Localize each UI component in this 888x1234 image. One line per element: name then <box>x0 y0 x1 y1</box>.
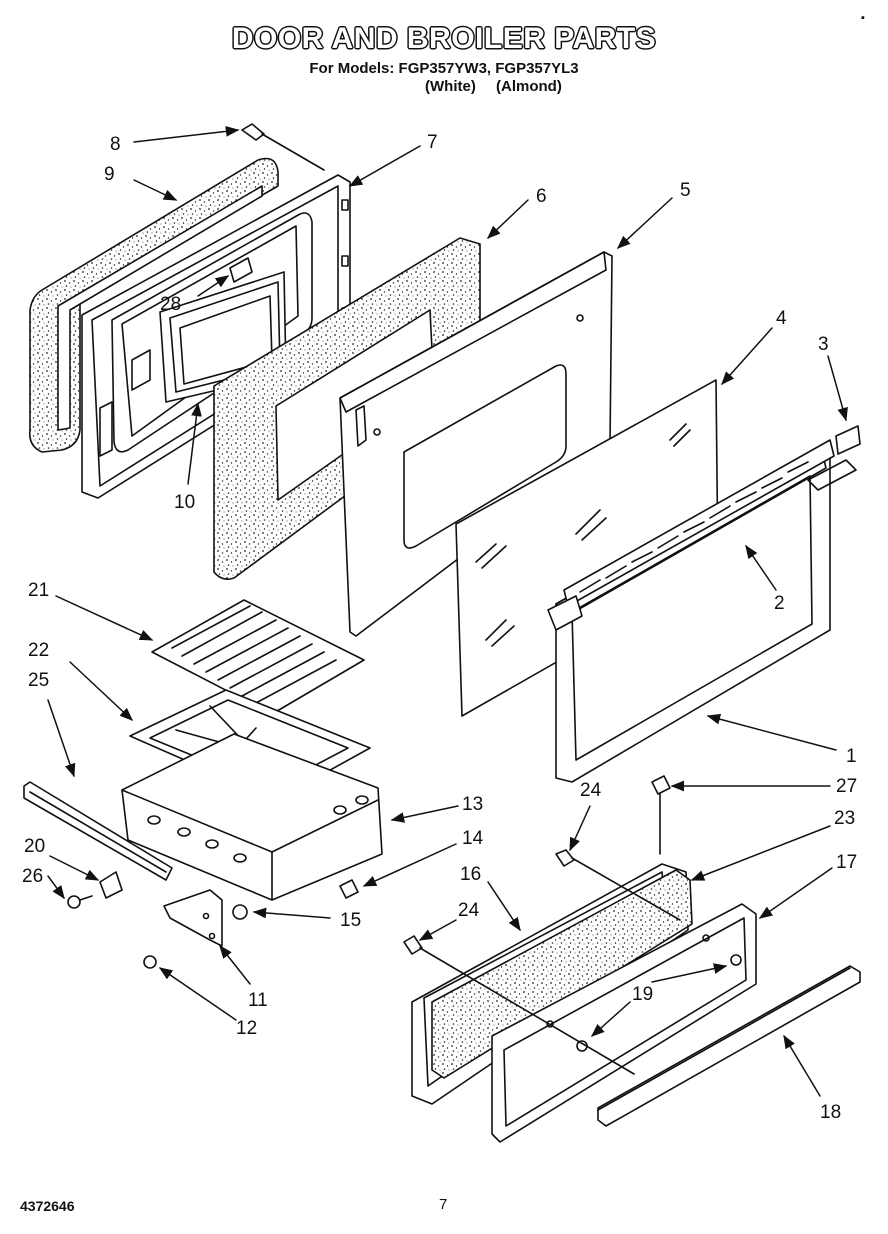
page-number: 7 <box>439 1196 448 1213</box>
trim-strip-part <box>597 965 861 1127</box>
callout-2: 2 <box>774 593 785 614</box>
callout-24a: 24 <box>580 780 602 801</box>
broiler-pan-part <box>121 733 383 901</box>
callout-8: 8 <box>110 134 121 155</box>
callout-21: 21 <box>28 580 49 601</box>
broiler-rail-part <box>23 781 173 881</box>
corner-mark: ▪ <box>861 12 865 24</box>
color-variants: (White) (Almond) <box>425 78 578 95</box>
callout-14: 14 <box>462 828 484 849</box>
callout-23: 23 <box>834 808 855 829</box>
callout-6: 6 <box>536 186 547 207</box>
ball-12-part <box>143 955 157 969</box>
callout-16: 16 <box>460 864 481 885</box>
callout-3: 3 <box>818 334 829 355</box>
screw-27-part <box>651 775 671 855</box>
screw-24-part <box>403 849 681 1075</box>
callout-15: 15 <box>340 910 361 931</box>
broiler-insulation-part <box>431 869 693 1079</box>
callout-25: 25 <box>28 670 49 691</box>
callout-24b: 24 <box>458 900 480 921</box>
nut-14-part <box>339 879 359 899</box>
callout-4: 4 <box>776 308 787 329</box>
callout-9: 9 <box>104 164 115 185</box>
leader-lines <box>47 126 848 1097</box>
callout-labels: 1 2 3 4 5 6 7 8 9 10 11 12 13 14 15 16 1… <box>22 132 857 1123</box>
callout-7: 7 <box>427 132 438 153</box>
broiler-grid-part <box>151 599 365 715</box>
door-gasket-part <box>28 157 279 453</box>
screw-26-part <box>67 895 93 909</box>
washer-15-part <box>232 904 248 920</box>
callout-12: 12 <box>236 1018 257 1039</box>
page-title: DOOR AND BROILER PARTS <box>231 22 657 55</box>
callout-28: 28 <box>160 294 181 315</box>
callout-5: 5 <box>680 180 691 201</box>
screw-8-part <box>241 123 325 171</box>
door-frame-part <box>547 425 861 783</box>
callout-13: 13 <box>462 794 483 815</box>
callout-22: 22 <box>28 640 49 661</box>
callout-20: 20 <box>24 836 45 857</box>
callout-19a: 19 <box>632 984 653 1005</box>
model-subtitle: For Models: FGP357YW3, FGP357YL3 <box>309 60 579 77</box>
callout-27: 27 <box>836 776 857 797</box>
callout-26: 26 <box>22 866 43 887</box>
callout-18: 18 <box>820 1102 841 1123</box>
color-white: (White) <box>425 78 476 95</box>
clip-part <box>229 257 253 283</box>
hinge-bracket-part <box>163 889 223 947</box>
callout-11: 11 <box>248 990 268 1011</box>
callout-10: 10 <box>174 492 195 513</box>
callout-1: 1 <box>846 746 857 767</box>
color-almond: (Almond) <box>496 78 562 95</box>
document-number: 4372646 <box>20 1198 75 1214</box>
bracket-part <box>99 871 123 899</box>
callout-17: 17 <box>836 852 857 873</box>
broiler-inner-panel-part <box>491 903 757 1143</box>
